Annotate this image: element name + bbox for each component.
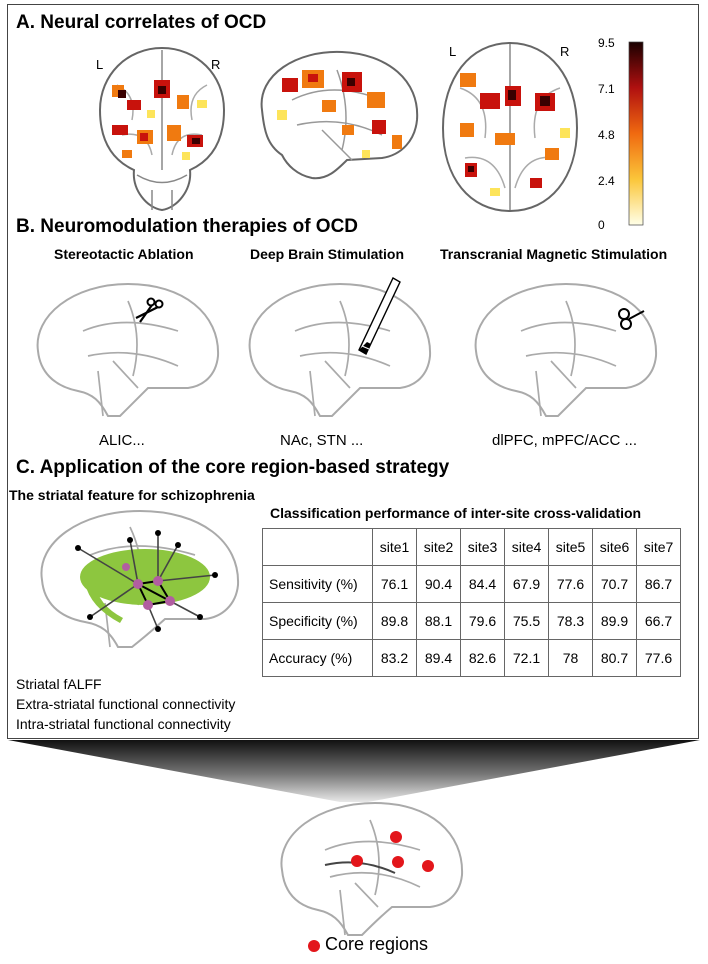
table-header-cell: site5	[548, 528, 593, 566]
figure-frame	[7, 4, 699, 739]
core-regions-brain	[280, 801, 464, 936]
axial-left-label: L	[449, 44, 457, 59]
table-cell: 77.6	[636, 639, 681, 677]
table-cell: 89.9	[592, 602, 637, 640]
table-header-cell: site3	[460, 528, 505, 566]
table-cell: 90.4	[416, 565, 461, 603]
table-cell: 89.4	[416, 639, 461, 677]
brain-outline-dbs	[248, 277, 432, 417]
therapy-name-tms: Transcranial Magnetic Stimulation	[440, 246, 668, 262]
table-cell: 78	[548, 639, 593, 677]
table-row: Specificity (%) 89.8 88.1 79.6 75.5 78.3…	[262, 602, 681, 640]
performance-table: site1 site2 site3 site4 site5 site6 site…	[262, 528, 681, 677]
table-cell: 70.7	[592, 565, 637, 603]
therapy-name-dbs: Deep Brain Stimulation	[250, 246, 405, 262]
table-cell: 79.6	[460, 602, 505, 640]
striatal-brain-diagram	[40, 509, 240, 648]
therapy-name-ablation: Stereotactic Ablation	[54, 246, 194, 262]
panel-a-title: A. Neural correlates of OCD	[16, 12, 267, 33]
therapy-targets-dbs: NAc, STN ...	[280, 432, 364, 449]
colorbar	[628, 41, 644, 226]
table-header-cell: site4	[504, 528, 549, 566]
table-cell: 86.7	[636, 565, 681, 603]
striatum-shape	[80, 549, 210, 623]
striatal-feature-title: The striatal feature for schizophrenia	[9, 487, 255, 503]
electrode-icon	[358, 277, 401, 355]
table-row: Sensitivity (%) 76.1 90.4 84.4 67.9 77.6…	[262, 565, 681, 603]
coronal-left-label: L	[96, 57, 104, 72]
feature-item: Striatal fALFF	[16, 676, 102, 692]
table-row: Accuracy (%) 83.2 89.4 82.6 72.1 78 80.7…	[262, 639, 681, 677]
row-label: Accuracy (%)	[262, 639, 373, 677]
table-header-cell: site2	[416, 528, 461, 566]
sagittal-brain-glass	[260, 50, 419, 180]
table-cell: 80.7	[592, 639, 637, 677]
table-cell: 89.8	[372, 602, 417, 640]
table-header-cell: site6	[592, 528, 637, 566]
coronal-brain-glass	[98, 46, 226, 212]
funnel-graphic	[8, 740, 700, 802]
table-header-cell: site7	[636, 528, 681, 566]
table-cell: 72.1	[504, 639, 549, 677]
feature-item: Extra-striatal functional connectivity	[16, 696, 236, 712]
table-cell: 75.5	[504, 602, 549, 640]
colorbar-tick: 2.4	[598, 174, 615, 188]
scissors-icon	[135, 297, 164, 323]
table-corner-cell	[262, 528, 373, 566]
panel-b-title: B. Neuromodulation therapies of OCD	[16, 216, 359, 237]
row-label: Specificity (%)	[262, 602, 373, 640]
core-region-legend-dot	[308, 940, 320, 952]
colorbar-tick: 4.8	[598, 128, 615, 142]
table-cell: 82.6	[460, 639, 505, 677]
row-label: Sensitivity (%)	[262, 565, 373, 603]
table-cell: 78.3	[548, 602, 593, 640]
table-cell: 66.7	[636, 602, 681, 640]
brain-outline-ablation	[36, 282, 220, 417]
table-cell: 76.1	[372, 565, 417, 603]
colorbar-tick-min: 0	[598, 218, 605, 232]
table-cell: 84.4	[460, 565, 505, 603]
axial-right-label: R	[560, 44, 570, 59]
core-region-markers	[351, 831, 434, 872]
table-title: Classification performance of inter-site…	[270, 505, 642, 521]
table-header-cell: site1	[372, 528, 417, 566]
legend-label: Core regions	[325, 934, 429, 954]
brain-outline-tms	[474, 282, 658, 417]
feature-item: Intra-striatal functional connectivity	[16, 716, 231, 732]
table-cell: 83.2	[372, 639, 417, 677]
table-cell: 77.6	[548, 565, 593, 603]
coronal-right-label: R	[211, 57, 221, 72]
therapy-targets-ablation: ALIC...	[99, 432, 145, 449]
table-cell: 88.1	[416, 602, 461, 640]
colorbar-tick: 7.1	[598, 82, 615, 96]
colorbar-tick-max: 9.5	[598, 36, 615, 50]
table-header-row: site1 site2 site3 site4 site5 site6 site…	[262, 528, 681, 566]
panel-c-title: C. Application of the core region-based …	[16, 457, 450, 478]
tms-coil-icon	[618, 308, 645, 330]
table-cell: 67.9	[504, 565, 549, 603]
axial-brain-glass	[441, 41, 579, 213]
therapy-targets-tms: dlPFC, mPFC/ACC ...	[492, 432, 638, 449]
